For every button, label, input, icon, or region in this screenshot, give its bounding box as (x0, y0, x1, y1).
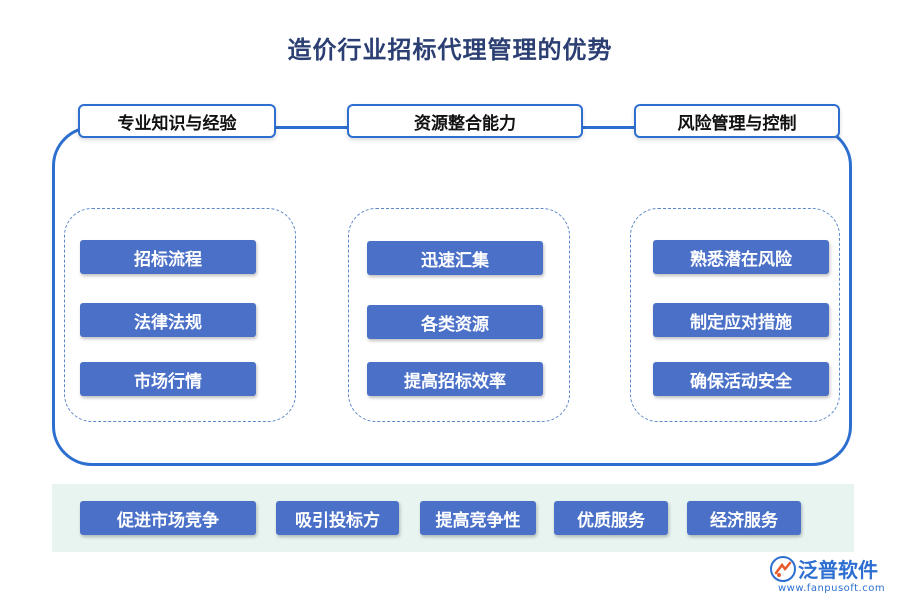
group-resources (348, 208, 570, 422)
item-ensure-safety: 确保活动安全 (653, 362, 829, 396)
item-improve-efficiency: 提高招标效率 (367, 362, 543, 396)
bottom-item-quality-service: 优质服务 (554, 501, 668, 535)
main-frame (52, 126, 852, 466)
item-potential-risks: 熟悉潜在风险 (653, 240, 829, 274)
group-risk (630, 208, 840, 422)
item-market-conditions: 市场行情 (80, 362, 256, 396)
fanpu-logo-icon (770, 556, 796, 582)
bottom-item-competitiveness: 提高竞争性 (420, 501, 536, 535)
item-countermeasures: 制定应对措施 (653, 303, 829, 337)
bottom-item-competition: 促进市场竞争 (80, 501, 256, 535)
header-resources: 资源整合能力 (347, 104, 583, 138)
header-expertise: 专业知识与经验 (78, 104, 276, 138)
diagram-title: 造价行业招标代理管理的优势 (287, 36, 613, 64)
item-various-resources: 各类资源 (367, 305, 543, 339)
item-laws-regulations: 法律法规 (80, 303, 256, 337)
logo-name: 泛普软件 (798, 558, 878, 582)
group-expertise (64, 208, 296, 422)
item-rapid-gathering: 迅速汇集 (367, 241, 543, 275)
bottom-item-attract-bidders: 吸引投标方 (276, 501, 399, 535)
item-bidding-process: 招标流程 (80, 240, 256, 274)
logo-url: www.fanpusoft.com (778, 583, 886, 594)
brand-logo: 泛普软件 www.fanpusoft.com (770, 554, 894, 598)
header-risk: 风险管理与控制 (634, 104, 840, 138)
bottom-item-economic-service: 经济服务 (687, 501, 801, 535)
